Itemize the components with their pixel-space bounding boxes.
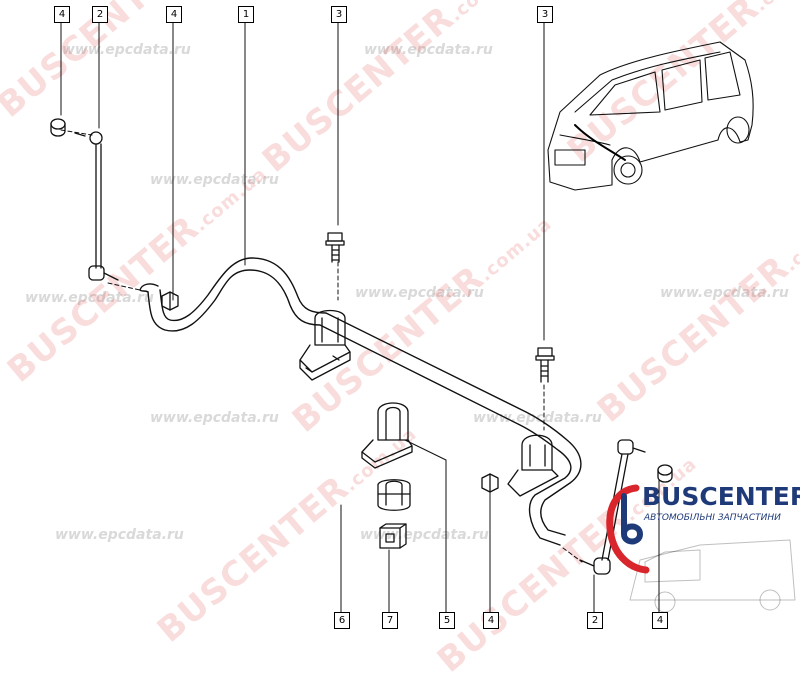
center-bolt [325, 232, 345, 263]
right-bracket [507, 434, 559, 497]
logo-emblem [606, 484, 650, 574]
left-link-rod [74, 131, 119, 281]
parts-drawing [50, 21, 796, 613]
clamp-5 [361, 402, 413, 469]
callout-3[interactable]: 3 [331, 6, 347, 23]
callout-2[interactable]: 2 [92, 6, 108, 23]
logo-name: BUSCENTER [642, 482, 800, 511]
callout-4[interactable]: 4 [483, 612, 499, 629]
center-bracket [299, 309, 351, 381]
right-bolt [535, 347, 555, 383]
callout-3[interactable]: 3 [537, 6, 553, 23]
callout-6[interactable]: 6 [334, 612, 350, 629]
callout-4[interactable]: 4 [652, 612, 668, 629]
bushing-7 [379, 523, 407, 549]
logo-subtitle: АВТОМОБІЛЬНІ ЗАПЧАСТИНИ [644, 513, 781, 523]
callout-1[interactable]: 1 [238, 6, 254, 23]
callout-4[interactable]: 4 [54, 6, 70, 23]
callout-7[interactable]: 7 [382, 612, 398, 629]
center-nut [481, 473, 499, 493]
bar-end-nut-left [161, 291, 179, 311]
bushing-6 [377, 479, 411, 511]
stabilizer-bar [139, 257, 582, 546]
callout-5[interactable]: 5 [439, 612, 455, 629]
buscenter-logo: BUSCENTER АВТОМОБІЛЬНІ ЗАПЧАСТИНИ [600, 470, 800, 656]
left-nut [50, 118, 66, 137]
callout-2[interactable]: 2 [587, 612, 603, 629]
car-thumbnail [547, 41, 754, 191]
callout-4[interactable]: 4 [166, 6, 182, 23]
right-nut [657, 464, 673, 483]
